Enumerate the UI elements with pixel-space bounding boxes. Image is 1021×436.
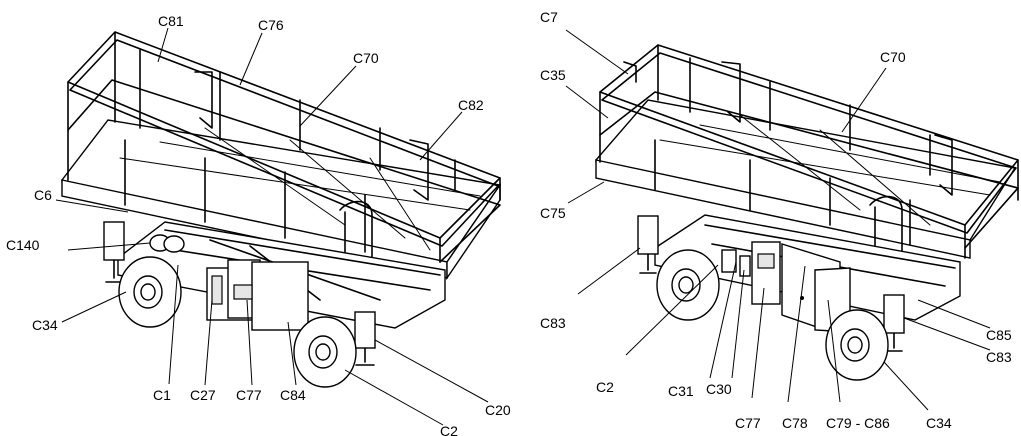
right-gate-latches — [623, 61, 953, 196]
right-callout-c30: C30 — [706, 381, 732, 397]
right-callout-c78: C78 — [782, 415, 808, 431]
right-callout-c83: C83 — [540, 315, 566, 331]
left-lift-illustration — [61, 31, 502, 388]
left-callout-c2: C2 — [440, 423, 458, 436]
right-leader-lines — [565, 29, 991, 411]
left-callout-c77: C77 — [236, 387, 262, 403]
right-switch-port — [739, 255, 751, 277]
left-front-outrigger — [354, 311, 376, 349]
left-callout-c140: C140 — [6, 237, 40, 253]
right-callout-c79-c86: C79 - C86 — [826, 415, 890, 431]
right-callout-c2: C2 — [596, 379, 614, 395]
right-callout-c77: C77 — [735, 415, 761, 431]
right-callout-c35: C35 — [540, 67, 566, 83]
left-callout-c34: C34 — [32, 317, 58, 333]
right-callout-c70: C70 — [880, 49, 906, 65]
left-mid-rail — [67, 79, 501, 263]
right-front-outrigger-foot — [885, 332, 903, 352]
left-rail-posts — [67, 31, 501, 263]
right-callout-c34: C34 — [926, 415, 952, 431]
left-callout-c27: C27 — [190, 387, 216, 403]
right-deck-plates — [659, 114, 1001, 226]
right-callout-c85: C85 — [986, 327, 1012, 343]
right-deck-front-band — [595, 159, 971, 259]
right-rear-outrigger-foot — [639, 253, 657, 274]
right-mid-rail — [599, 91, 1019, 249]
right-control-panel — [751, 241, 781, 305]
left-leader-lines — [55, 27, 489, 426]
right-rear-wheel-cap — [678, 276, 694, 294]
left-front-wheel-cap — [315, 343, 331, 361]
right-rail-posts — [599, 44, 1019, 259]
left-gate-latches — [194, 71, 429, 201]
left-panel-display — [233, 284, 253, 300]
left-callout-c20: C20 — [485, 402, 511, 418]
left-rear-wheel-cap — [140, 283, 156, 301]
left-cylinder-2 — [163, 235, 185, 253]
left-callout-c1: C1 — [153, 387, 171, 403]
right-callout-c31: C31 — [668, 383, 694, 399]
left-top-rail-inner — [69, 39, 499, 247]
left-rear-outrigger-foot — [105, 259, 123, 283]
right-rear-outrigger — [637, 215, 659, 255]
right-lift-illustration — [595, 44, 1019, 381]
left-rear-outrigger — [103, 221, 125, 261]
left-callout-c84: C84 — [280, 387, 306, 403]
right-front-wheel-cap — [847, 336, 863, 354]
left-callout-c70: C70 — [353, 50, 379, 66]
left-switches — [211, 275, 223, 305]
left-callout-c76: C76 — [258, 17, 284, 33]
left-callout-c82: C82 — [458, 97, 484, 113]
right-callout-c7: C7 — [540, 9, 558, 25]
left-battery-cover — [251, 261, 309, 331]
right-panel-display — [757, 253, 775, 269]
left-front-outrigger-foot — [355, 347, 375, 366]
left-callout-c81: C81 — [158, 13, 184, 29]
right-front-outrigger — [883, 294, 905, 334]
right-callout-c83-right: C83 — [986, 349, 1012, 365]
right-callout-c75: C75 — [540, 205, 566, 221]
right-charger-port — [721, 249, 737, 273]
left-callout-c6: C6 — [34, 187, 52, 203]
right-top-rail-inner — [601, 52, 1017, 234]
